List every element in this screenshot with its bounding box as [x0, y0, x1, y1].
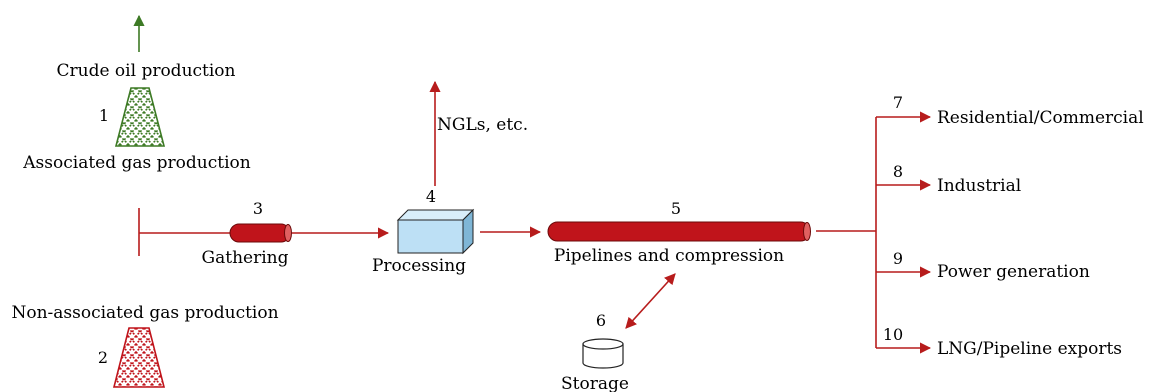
- number-5: 5: [671, 199, 681, 218]
- storage-label: Storage: [561, 374, 629, 392]
- number-1: 1: [99, 106, 109, 125]
- residential-label: Residential/Commercial: [937, 108, 1144, 128]
- processing-label: Processing: [372, 256, 466, 276]
- oil-derrick-icon: [114, 87, 166, 147]
- pipeline-storage-arrow: [625, 273, 676, 329]
- lng-label: LNG/Pipeline exports: [937, 339, 1122, 359]
- storage-tank-icon: [582, 338, 624, 369]
- main-pipeline: [547, 221, 811, 242]
- number-2: 2: [98, 348, 108, 367]
- non-associated-gas-label: Non-associated gas production: [11, 303, 278, 323]
- processing-plant-icon: [396, 208, 475, 255]
- number-9: 9: [893, 249, 903, 268]
- gathering-label: Gathering: [202, 248, 289, 268]
- gathering-pipe: [229, 223, 292, 243]
- industrial-label: Industrial: [937, 176, 1021, 196]
- associated-gas-label: Associated gas production: [22, 153, 250, 173]
- number-3: 3: [253, 199, 263, 218]
- number-10: 10: [883, 325, 903, 344]
- crude-oil-label: Crude oil production: [57, 61, 236, 81]
- number-8: 8: [893, 162, 903, 181]
- pipelines-label: Pipelines and compression: [554, 246, 784, 266]
- ngls-label: NGLs, etc.: [437, 115, 528, 135]
- number-7: 7: [893, 93, 903, 112]
- power-label: Power generation: [937, 262, 1090, 282]
- gas-derrick-icon: [112, 327, 166, 388]
- number-6: 6: [596, 311, 606, 330]
- number-4: 4: [426, 187, 436, 206]
